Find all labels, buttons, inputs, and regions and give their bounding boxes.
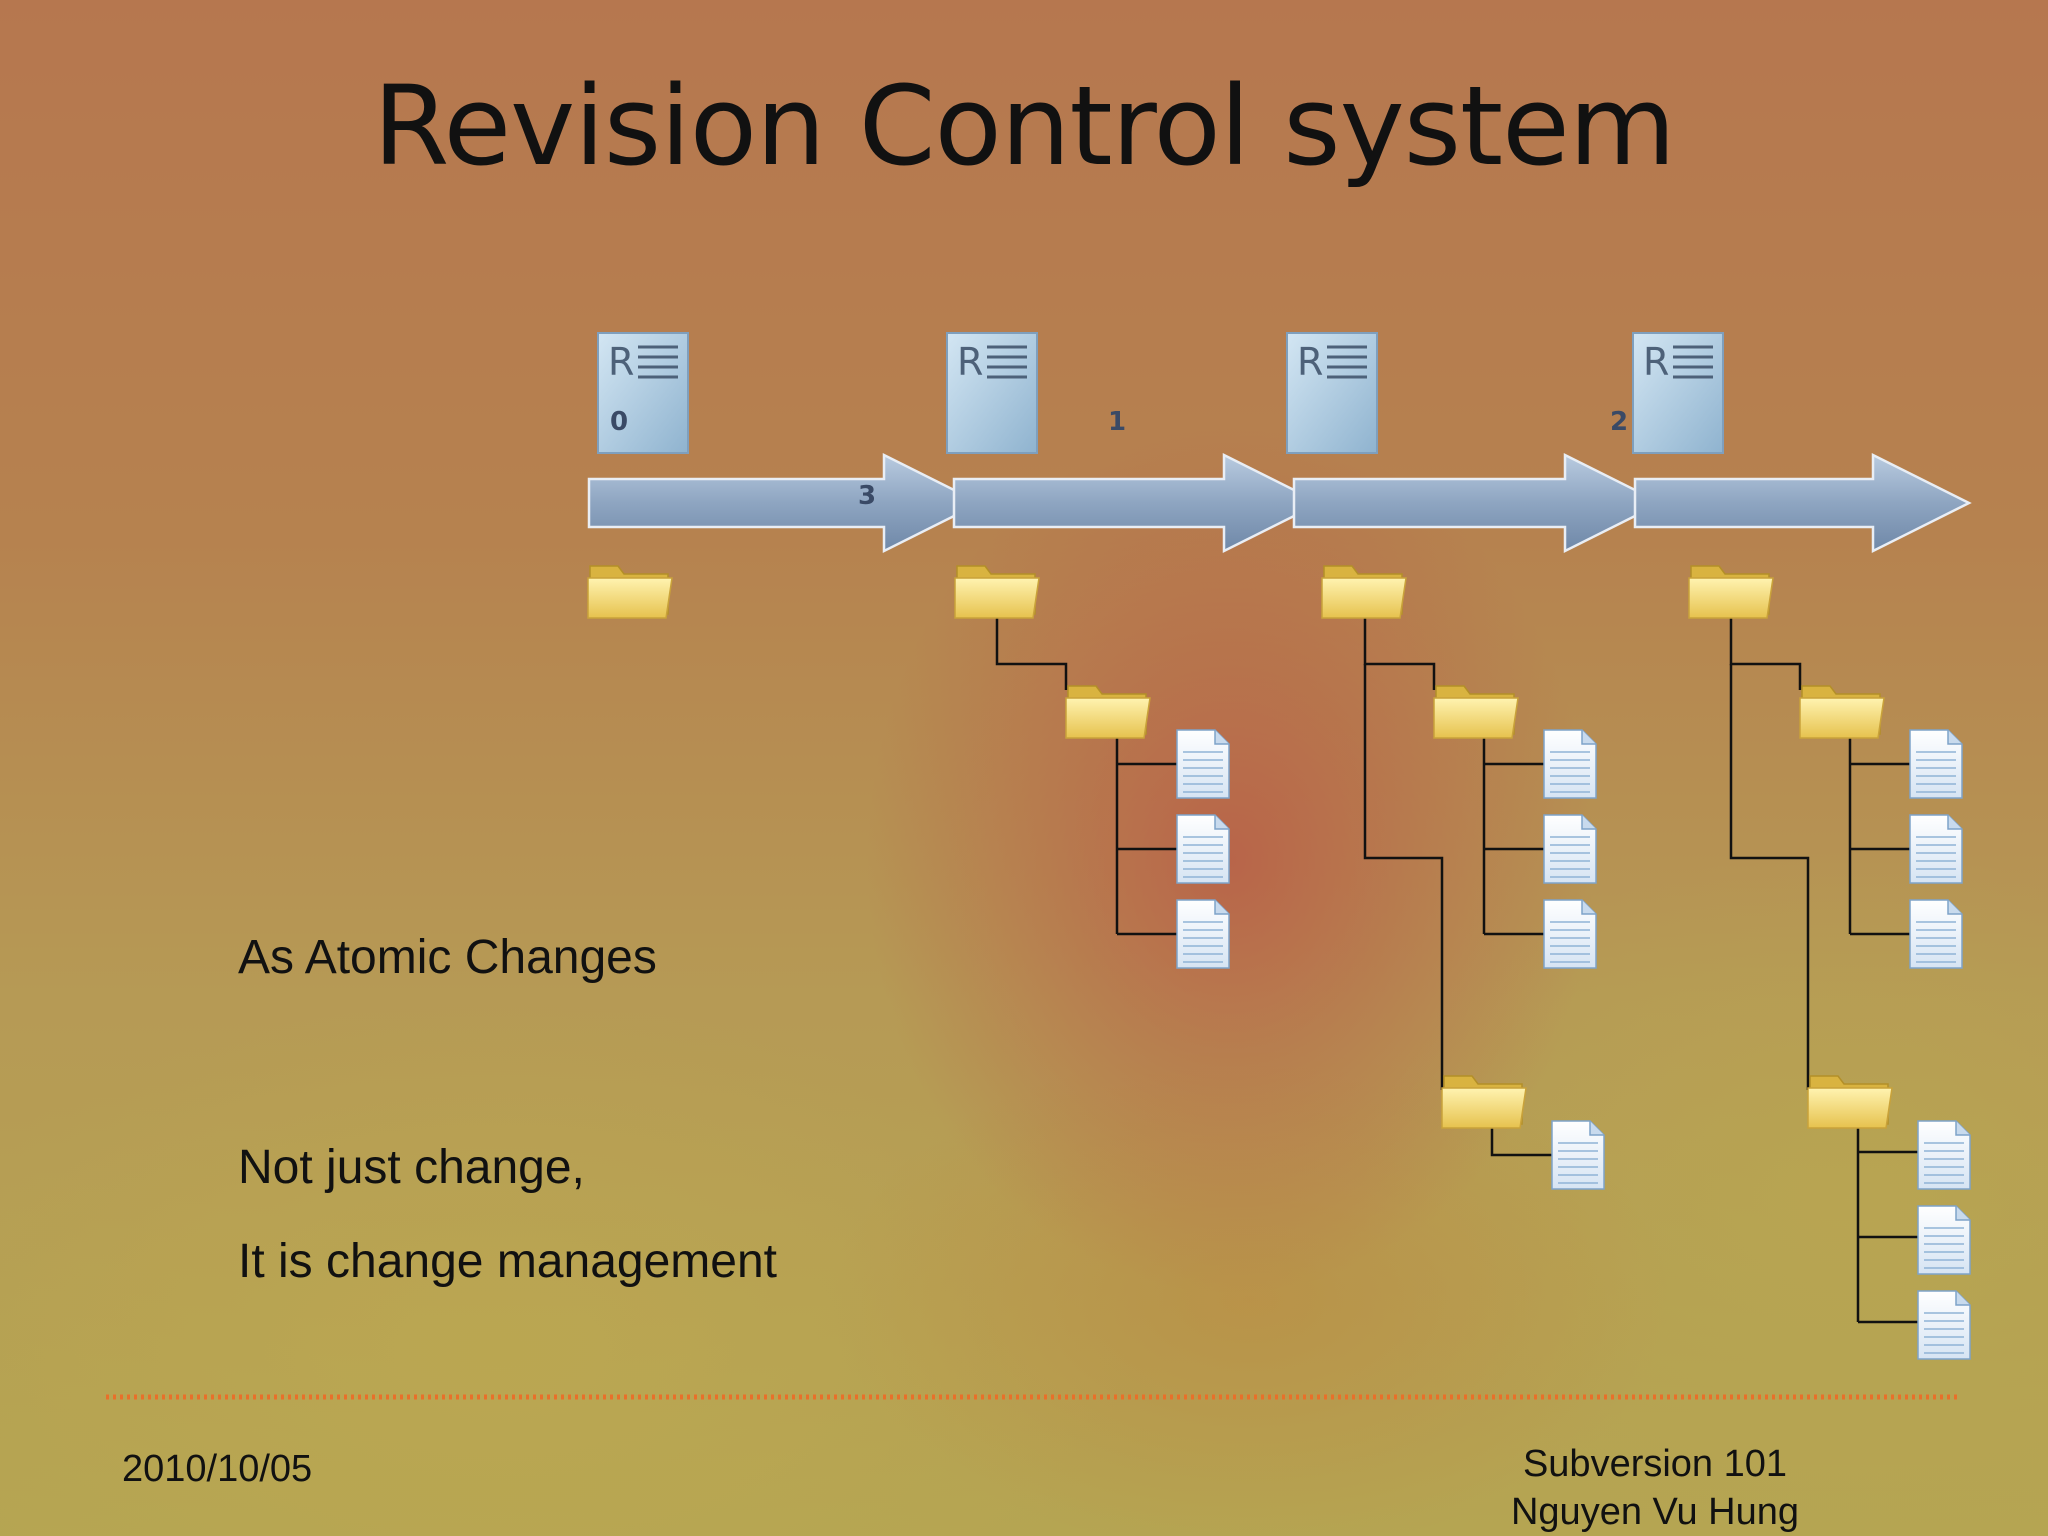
document-icon [1909,729,1963,799]
folder-icon [954,565,1040,619]
timeline-arrow [1633,452,1972,554]
timeline-arrows [587,452,1972,554]
timeline-arrow [587,452,983,554]
footer-author: Nguyen Vu Hung [1510,1491,1799,1533]
folder-icon [1321,565,1407,619]
folder-icon [587,565,673,619]
document-icon [1543,899,1597,969]
slide-footer: Subversion 101 Nguyen Vu Hung [1480,1440,1830,1536]
document-icon [1551,1120,1605,1190]
document-icon [1917,1120,1971,1190]
document-icon [1909,814,1963,884]
document-icon [1917,1205,1971,1275]
timeline-arrow [952,452,1323,554]
document-icon [1917,1290,1971,1360]
repository-icon [1285,331,1379,455]
repository-icon [945,331,1039,455]
not-just-change-text: Not just change, [238,1141,585,1194]
folder-icon [1433,685,1519,739]
tree-connectors [995,618,1919,1324]
folder-icon [1807,1075,1893,1129]
slide-title: Revision Control system [373,62,1676,190]
change-management-text: It is change management [238,1235,777,1288]
folder-icon [1441,1075,1527,1129]
revision-label: 0 [610,407,628,437]
revision-label: 1 [1108,407,1126,437]
atomic-changes-text: As Atomic Changes [238,931,657,984]
footer-course: Subversion 101 [1522,1443,1788,1485]
folder-icon [1799,685,1885,739]
folder-icon [1065,685,1151,739]
slide-date: 2010/10/05 [122,1448,313,1490]
repository-icon [1631,331,1725,455]
document-icon [1909,899,1963,969]
document-icon [1176,814,1230,884]
revision-label: 2 [1610,407,1628,437]
document-icon [1176,899,1230,969]
document-icon [1176,729,1230,799]
timeline-arrow [1292,452,1664,554]
document-icon [1543,814,1597,884]
folder-icon [1688,565,1774,619]
revision-label: 3 [858,481,876,511]
document-icon [1543,729,1597,799]
